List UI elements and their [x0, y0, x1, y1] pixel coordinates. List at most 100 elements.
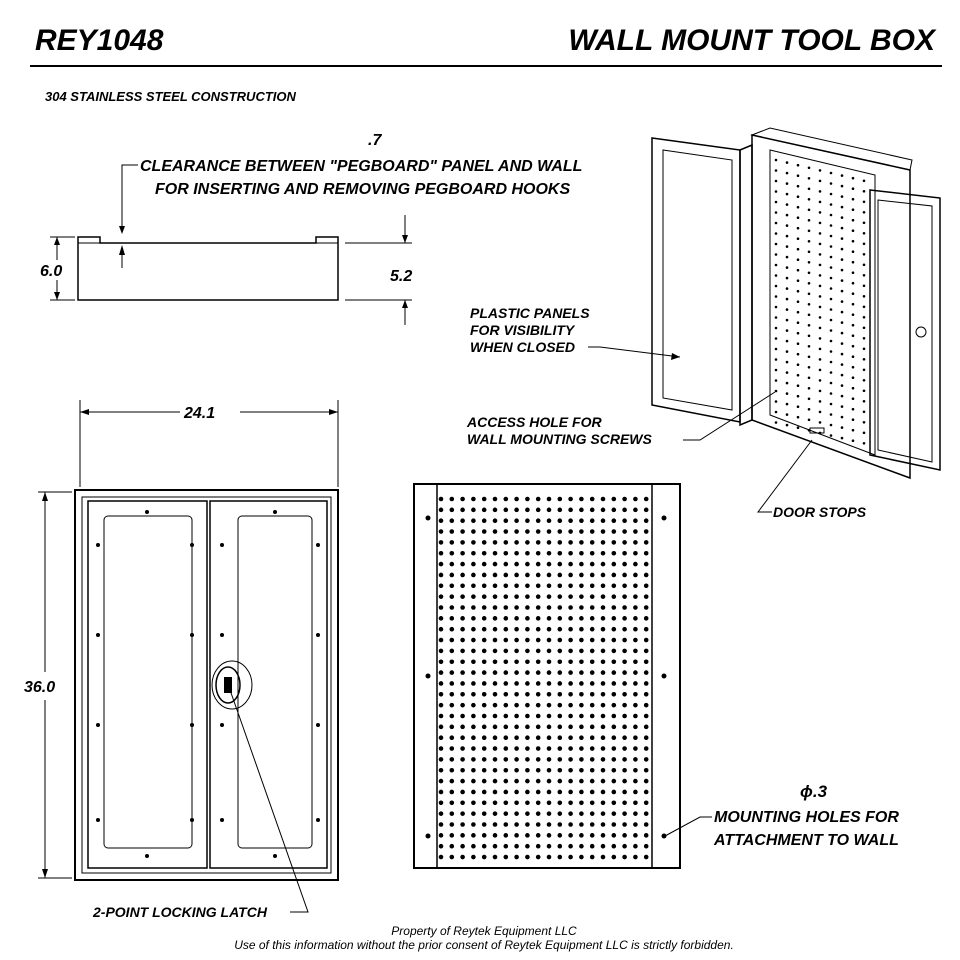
pegboard-hole [492, 692, 498, 697]
pegboard-hole [611, 572, 617, 578]
pegboard-hole [557, 616, 563, 621]
pegboard-hole [460, 496, 465, 502]
pegboard-hole [589, 681, 595, 686]
pegboard-hole [535, 702, 541, 708]
pegboard-hole [503, 800, 509, 806]
pegboard-hole [525, 496, 530, 502]
iso-pegboard-hole [851, 229, 855, 232]
pegboard-hole [460, 681, 465, 686]
pegboard-hole [471, 681, 476, 686]
iso-pegboard-hole [807, 261, 811, 264]
pegboard-hole [622, 767, 627, 773]
iso-pegboard-hole [829, 308, 833, 311]
iso-pegboard-hole [796, 174, 800, 177]
pegboard-hole [546, 518, 552, 523]
iso-pegboard-hole [862, 316, 866, 319]
pegboard-hole [438, 616, 444, 621]
pegboard-hole [514, 561, 519, 567]
pegboard-hole [633, 529, 638, 534]
pegboard-hole [589, 800, 595, 806]
iso-pegboard-hole [840, 268, 844, 272]
part-number: REY1048 [35, 24, 164, 57]
iso-pegboard-hole [818, 305, 822, 309]
iso-pegboard-hole [818, 211, 822, 214]
iso-pegboard-hole [862, 442, 866, 445]
pegboard-hole [557, 833, 563, 838]
pegboard-hole [471, 778, 476, 784]
pegboard-hole [557, 767, 563, 773]
pegboard-hole [546, 746, 552, 751]
pegboard-hole [611, 833, 617, 838]
iso-pegboard-hole [796, 394, 800, 398]
iso-pegboard-hole [774, 410, 778, 414]
iso-pegboard-hole [785, 203, 789, 206]
pegboard-hole [481, 626, 487, 632]
pegboard-hole [579, 594, 584, 599]
pegboard-hole [600, 648, 606, 654]
pegboard-hole [481, 789, 487, 795]
pegboard-hole [643, 572, 649, 578]
door-screw [145, 510, 149, 514]
pegboard-hole [546, 854, 552, 860]
pegboard-hole [460, 713, 465, 719]
pegboard-hole [579, 681, 584, 686]
pegboard-hole [492, 833, 498, 838]
pegboard-hole [471, 692, 476, 697]
pegboard-hole [438, 507, 444, 513]
pegboard-hole [438, 659, 444, 665]
iso-pegboard-hole [840, 310, 844, 314]
pegboard-hole [438, 583, 444, 589]
iso-pegboard-hole [774, 326, 778, 330]
iso-pegboard-hole [829, 224, 833, 227]
pegboard-hole [589, 550, 595, 556]
pegboard-hole [633, 583, 638, 589]
iso-pegboard-hole [796, 363, 800, 367]
iso-pegboard-hole [796, 237, 800, 240]
iso-pegboard-hole [807, 303, 811, 306]
pegboard-hole [600, 572, 606, 578]
pegboard-hole [471, 605, 476, 610]
iso-pegboard-hole [818, 274, 822, 277]
pegboard-hole [492, 757, 498, 762]
iso-pegboard-hole [862, 389, 866, 393]
pegboard-hole [643, 529, 649, 534]
pegboard-hole [622, 778, 627, 784]
iso-pegboard-hole [818, 389, 822, 393]
iso-pegboard-hole [785, 245, 789, 248]
pegboard-hole [471, 724, 476, 730]
pegboard-hole [546, 572, 552, 578]
pegboard-hole [557, 778, 563, 784]
pegboard-hole [643, 496, 649, 502]
iso-pegboard-hole [829, 266, 833, 269]
pegboard-hole [557, 561, 563, 567]
iso-pegboard-hole [774, 179, 778, 183]
pegboard-hole [557, 637, 563, 643]
pegboard-hole [600, 843, 606, 849]
pegboard-hole [514, 518, 519, 523]
pegboard-hole [514, 822, 519, 827]
pegboard-hole [611, 735, 617, 740]
pegboard-hole [449, 713, 455, 719]
pegboard-hole [525, 681, 530, 686]
pegboard-hole [568, 854, 573, 860]
pegboard-hole [643, 789, 649, 795]
pegboard-hole [503, 583, 509, 589]
pegboard-hole [503, 789, 509, 795]
pegboard-hole [611, 496, 617, 502]
pegboard-hole [643, 702, 649, 708]
pegboard-hole [449, 507, 455, 513]
pegboard-hole [643, 594, 649, 599]
pegboard-hole [568, 833, 573, 838]
pegboard-hole [460, 659, 465, 665]
pegboard-hole [471, 735, 476, 740]
iso-pegboard-hole [851, 176, 855, 180]
pegboard-hole [514, 778, 519, 784]
pegboard-hole [503, 540, 509, 545]
pegboard-hole [503, 605, 509, 610]
iso-pegboard-hole [785, 171, 789, 175]
pegboard-hole [471, 648, 476, 654]
pegboard-hole [611, 594, 617, 599]
pegboard-hole [503, 702, 509, 708]
pegboard-hole [643, 561, 649, 567]
pegboard-hole [568, 626, 573, 632]
